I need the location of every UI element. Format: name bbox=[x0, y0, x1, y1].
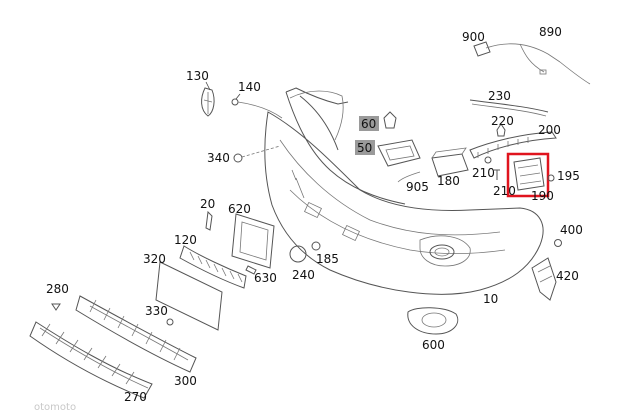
callout-905: 905 bbox=[406, 180, 429, 194]
watermark: otomoto bbox=[34, 402, 76, 413]
part-210-clip-a bbox=[484, 156, 492, 164]
callout-320: 320 bbox=[143, 252, 166, 266]
callout-300: 300 bbox=[174, 374, 197, 388]
callout-270: 270 bbox=[124, 390, 147, 404]
part-120-grille-insert bbox=[179, 245, 247, 289]
callout-890: 890 bbox=[539, 25, 562, 39]
callout-340: 340 bbox=[207, 151, 230, 165]
callout-180: 180 bbox=[437, 174, 460, 188]
callout-195: 195 bbox=[557, 169, 580, 183]
callout-185: 185 bbox=[316, 252, 339, 266]
part-20-clip bbox=[205, 210, 213, 231]
callout-220: 220 bbox=[491, 114, 514, 128]
part-400-screw bbox=[554, 239, 562, 247]
part-905-wire bbox=[397, 171, 421, 183]
callout-20: 20 bbox=[200, 197, 215, 211]
callout-50: 50 bbox=[357, 141, 372, 155]
part-280-screw bbox=[51, 303, 61, 311]
callout-620: 620 bbox=[228, 202, 251, 216]
part-340-screw bbox=[233, 145, 281, 163]
callout-400: 400 bbox=[560, 223, 583, 237]
part-230-trim-strip bbox=[469, 99, 549, 117]
part-200-bracket bbox=[469, 131, 557, 159]
part-320-plate bbox=[155, 261, 223, 331]
part-630-screw bbox=[245, 265, 257, 275]
callout-900: 900 bbox=[462, 30, 485, 44]
part-900-sensor bbox=[473, 41, 491, 57]
callout-200: 200 bbox=[538, 123, 561, 137]
callout-10: 10 bbox=[483, 292, 498, 306]
callout-240: 240 bbox=[292, 268, 315, 282]
bumper-upper-edge bbox=[289, 90, 344, 141]
part-140-cable bbox=[231, 93, 283, 119]
callout-210a: 210 bbox=[472, 166, 495, 180]
part-420-side-bracket bbox=[531, 257, 557, 301]
part-600-fog-frame bbox=[407, 307, 459, 335]
callout-420: 420 bbox=[556, 269, 579, 283]
part-240-cover bbox=[289, 245, 307, 263]
front-bumper-shell bbox=[264, 87, 544, 295]
callout-130: 130 bbox=[186, 69, 209, 83]
callout-190: 190 bbox=[531, 189, 554, 203]
callout-600: 600 bbox=[422, 338, 445, 352]
part-890-wiring-harness bbox=[485, 43, 591, 85]
part-60-clip bbox=[383, 111, 397, 129]
callout-60-group: 60 bbox=[359, 116, 379, 131]
part-270-bottom-grille bbox=[29, 321, 153, 399]
callout-140: 140 bbox=[238, 80, 261, 94]
callout-280: 280 bbox=[46, 282, 69, 296]
callout-330: 330 bbox=[145, 304, 168, 318]
part-220-clip bbox=[496, 123, 506, 137]
part-300-lower-grille bbox=[75, 295, 197, 373]
callout-210b: 210 bbox=[493, 184, 516, 198]
part-185-plug bbox=[311, 241, 321, 251]
callout-630: 630 bbox=[254, 271, 277, 285]
callout-120: 120 bbox=[174, 233, 197, 247]
part-620-license-plate bbox=[231, 213, 275, 269]
callout-labels: 130 140 340 60 50 905 180 230 220 200 21… bbox=[46, 25, 583, 404]
part-210-clip-b bbox=[494, 169, 500, 180]
part-130-bracket bbox=[201, 81, 215, 117]
part-330-screw bbox=[166, 318, 174, 326]
part-180-module bbox=[431, 147, 469, 177]
part-195-nut bbox=[547, 174, 555, 182]
highlight-box bbox=[506, 152, 550, 198]
part-190-sensor-bracket bbox=[506, 152, 550, 198]
callout-230: 230 bbox=[488, 89, 511, 103]
callout-60: 60 bbox=[361, 117, 376, 131]
part-50-bracket bbox=[377, 139, 421, 167]
callout-50-group: 50 bbox=[355, 140, 375, 155]
